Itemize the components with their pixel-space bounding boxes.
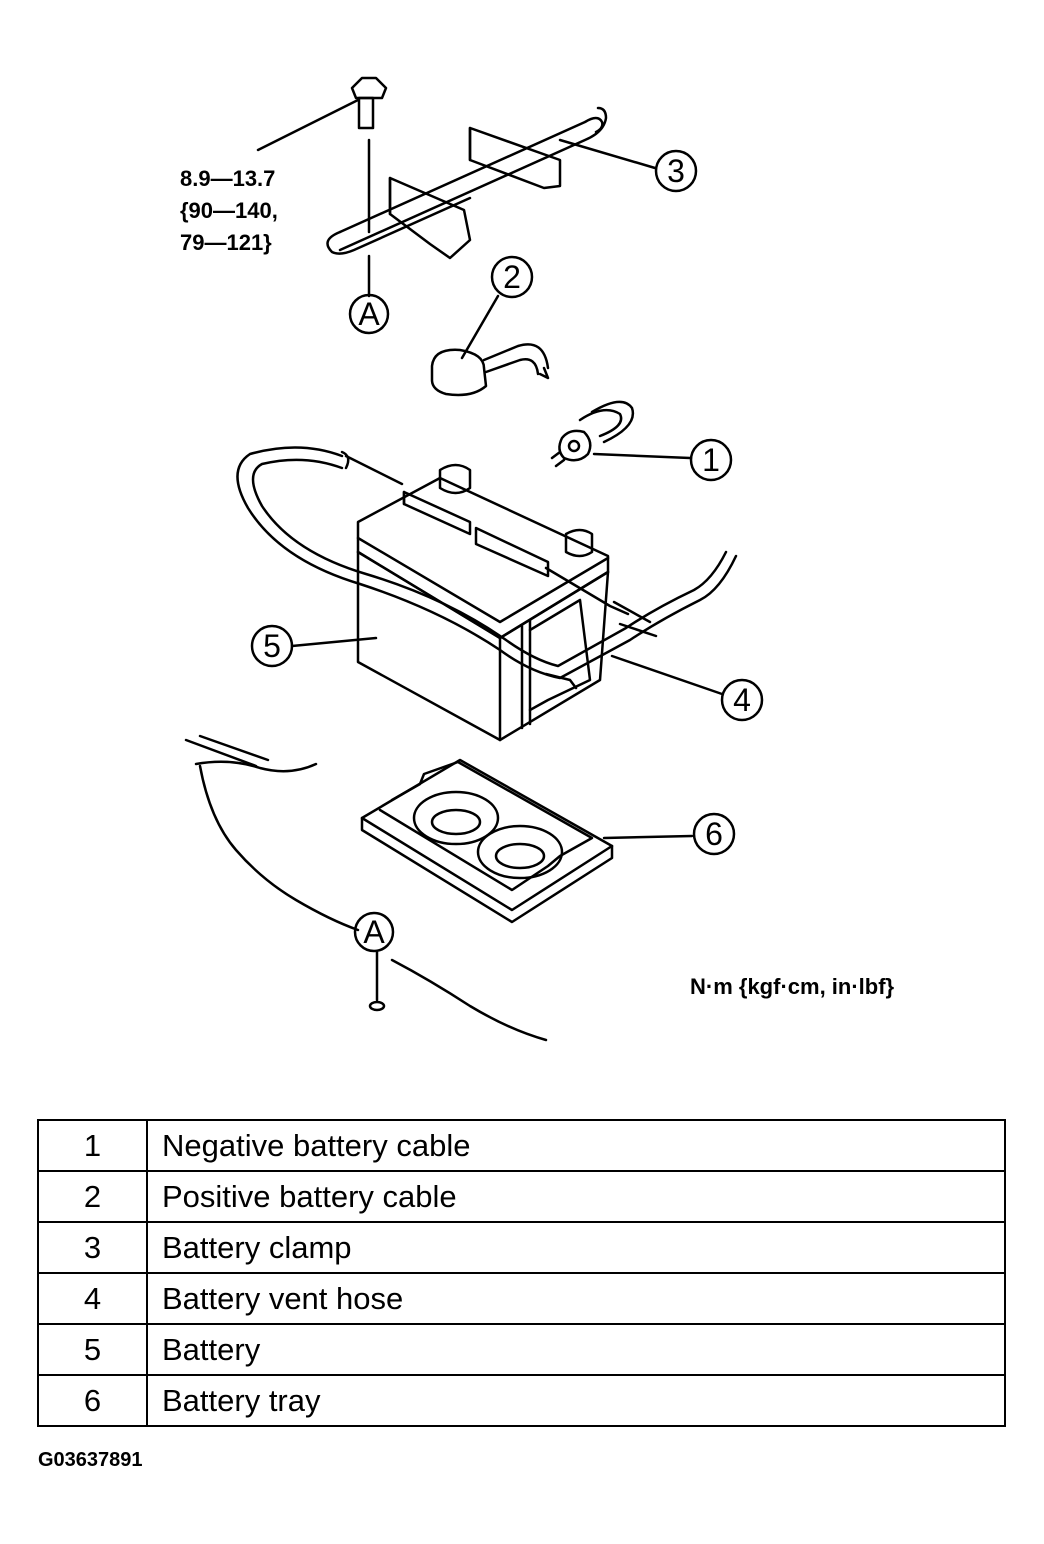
part-name: Negative battery cable [146,1119,1006,1172]
battery [356,463,610,742]
units-note: N·m {kgf·cm, in·lbf} [690,974,895,999]
torque-spec-line3: 79—121} [180,230,272,255]
torque-leader-line [256,98,360,152]
part-name: Battery tray [146,1374,1006,1427]
callout-3: 3 [654,149,698,193]
callout-1-leader [592,452,692,460]
part-name: Positive battery cable [146,1170,1006,1223]
callout-6: 6 [692,812,736,856]
vehicle-body-panel [184,734,548,1042]
svg-text:1: 1 [702,442,720,478]
callout-3-leader [558,138,657,170]
part-number: 5 [37,1323,148,1376]
mounting-stud [368,1000,386,1012]
svg-text:6: 6 [705,816,723,852]
battery-vent-hose [236,446,738,690]
part-number: 1 [37,1119,148,1172]
callout-4: 4 [720,678,764,722]
svg-text:5: 5 [263,628,281,664]
ref-a-bottom: A [353,911,395,953]
svg-text:A: A [358,296,380,332]
part-number: 6 [37,1374,148,1427]
part-number: 3 [37,1221,148,1274]
callout-5: 5 [250,624,294,668]
battery-exploded-diagram: 1 2 3 4 5 6 A A 8.9—13.7 {90—140, 79—121… [180,76,895,1042]
callout-4-leader [610,654,724,696]
part-name: Battery vent hose [146,1272,1006,1325]
torque-spec: 8.9—13.7 {90—140, 79—121} [180,166,278,255]
callout-5-leader [290,636,378,648]
svg-text:3: 3 [667,153,685,189]
part-name: Battery clamp [146,1221,1006,1274]
figure-id: G03637891 [38,1449,143,1471]
clamp-bolt [350,76,388,234]
callout-2-leader [460,294,500,360]
battery-tray [360,758,614,924]
torque-spec-line1: 8.9—13.7 [180,166,275,191]
ref-a-top: A [348,293,390,335]
svg-text:2: 2 [503,259,521,295]
part-number: 2 [37,1170,148,1223]
callout-2: 2 [490,255,534,299]
part-name: Battery [146,1323,1006,1376]
callout-1: 1 [689,438,733,482]
svg-text:A: A [363,914,385,950]
part-number: 4 [37,1272,148,1325]
battery-clamp [326,106,608,260]
torque-spec-line2: {90—140, [180,198,278,223]
negative-battery-cable [550,400,635,468]
callout-6-leader [602,834,694,840]
svg-text:4: 4 [733,682,751,718]
positive-battery-cable [430,343,550,397]
